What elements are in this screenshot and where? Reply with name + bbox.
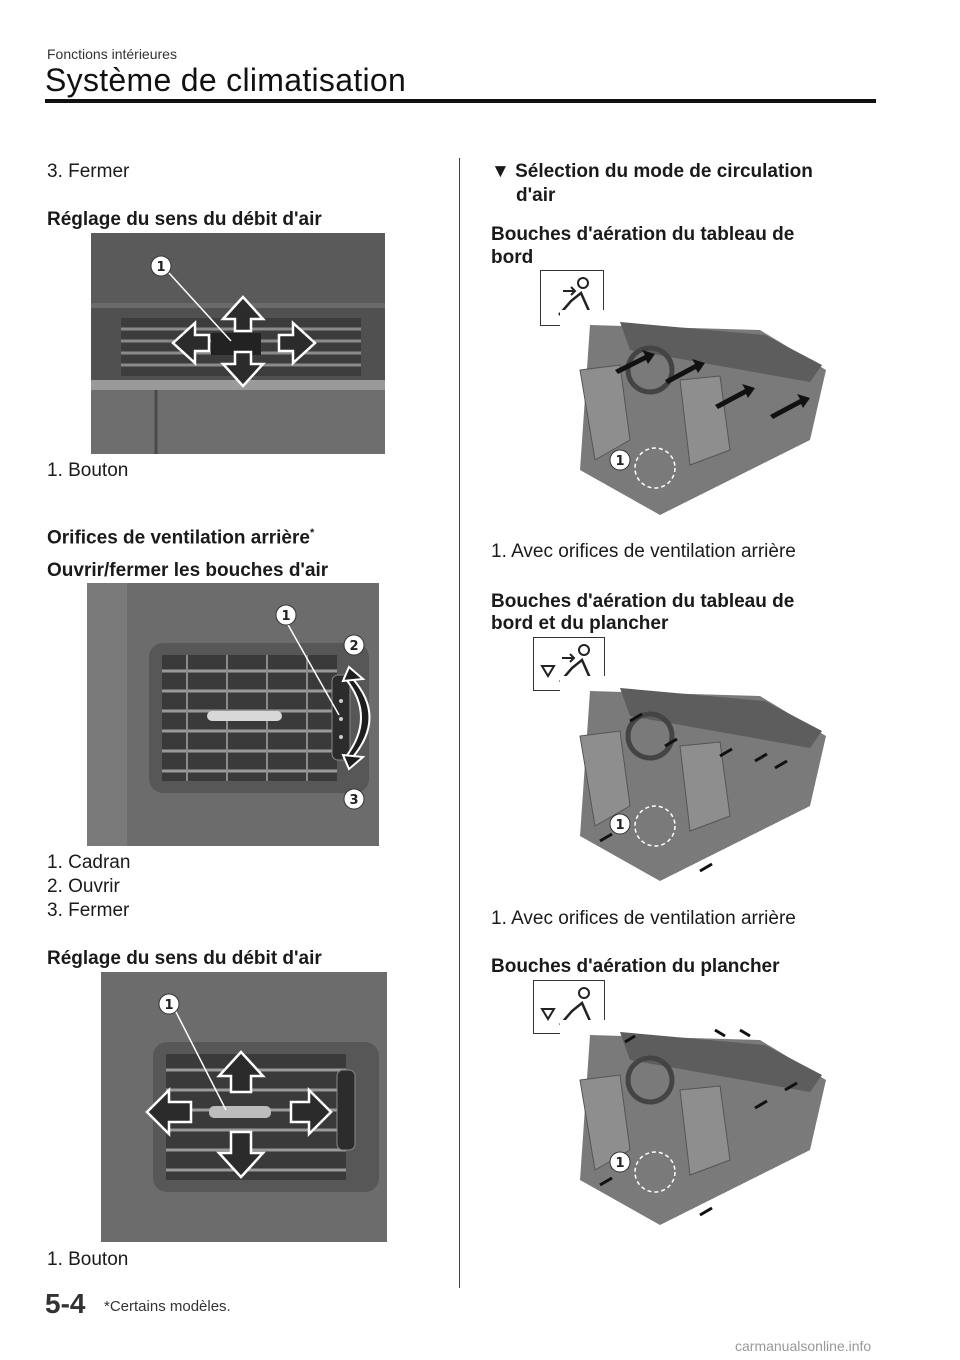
section-heading: ▼ Sélection du mode de circulation bbox=[491, 160, 813, 184]
callout-1: 1 bbox=[615, 818, 624, 833]
page-title: Système de climatisation bbox=[45, 62, 407, 98]
figure-caption: 1. Bouton bbox=[47, 460, 129, 481]
section-marker-icon: ▼ bbox=[491, 161, 510, 182]
callout-1: 1 bbox=[156, 260, 165, 275]
rear-vents-heading-text: Orifices de ventilation arrière bbox=[47, 527, 310, 549]
rear-vent-dial-illustration: 1 2 3 bbox=[87, 583, 379, 846]
rear-vents-heading: Orifices de ventilation arrière* bbox=[47, 521, 314, 550]
adjust-airflow-heading: Réglage du sens du débit d'air bbox=[47, 209, 322, 230]
arrow-left-icon bbox=[145, 1086, 193, 1138]
cabin-airflow-illustration: 1 bbox=[579, 322, 826, 515]
section-heading-line1: Sélection du mode de circulation bbox=[515, 161, 813, 182]
arrow-left-icon bbox=[171, 320, 211, 366]
section-heading-line2: d'air bbox=[516, 185, 556, 206]
panel-vents-figure: 1 bbox=[560, 310, 826, 515]
callout-3: 3 bbox=[349, 793, 358, 808]
header-rule bbox=[45, 99, 876, 103]
page-number: 5-4 bbox=[45, 1288, 86, 1319]
bilevel-vents-figure: 1 bbox=[560, 676, 826, 881]
cabin-airflow-illustration: 1 bbox=[579, 1028, 826, 1225]
adjust-airflow-heading: Réglage du sens du débit d'air bbox=[47, 948, 322, 969]
figure-caption: 1. Bouton bbox=[47, 1249, 129, 1270]
floor-vents-figure: 1 bbox=[560, 1020, 826, 1225]
figure-caption: 1. Avec orifices de ventilation arrière bbox=[491, 908, 796, 929]
callout-1: 1 bbox=[615, 1156, 624, 1171]
person-airflow-feet-icon bbox=[540, 987, 592, 1026]
optional-mark: * bbox=[309, 527, 315, 539]
bilevel-vents-heading: Bouches d'aération du tableau de bbox=[491, 591, 795, 612]
callout-1: 1 bbox=[615, 454, 624, 469]
callout-2: 2 bbox=[349, 639, 358, 654]
figure-caption: 1. Avec orifices de ventilation arrière bbox=[491, 541, 796, 562]
arrow-up-icon bbox=[216, 1050, 266, 1094]
watermark: carmanualsonline.info bbox=[735, 1338, 872, 1354]
arrow-down-icon bbox=[216, 1130, 266, 1179]
cabin-airflow-illustration: 1 bbox=[579, 688, 826, 881]
step-close: 3. Fermer bbox=[47, 161, 130, 182]
front-vent-illustration: 1 bbox=[91, 233, 385, 454]
rear-vent-dial-figure: 1 2 3 bbox=[87, 583, 379, 846]
open-close-heading: Ouvrir/fermer les bouches d'air bbox=[47, 560, 329, 581]
person-airflow-face-icon bbox=[558, 277, 591, 316]
callout-1: 1 bbox=[281, 609, 290, 624]
footnote: *Certains modèles. bbox=[104, 1298, 231, 1315]
panel-vents-heading-line2: bord bbox=[491, 247, 534, 268]
person-airflow-face-feet-icon bbox=[540, 644, 592, 683]
bilevel-vents-heading-line2: bord et du plancher bbox=[491, 613, 669, 634]
rear-vent-knob-illustration: 1 bbox=[101, 972, 387, 1242]
figure-caption: 1. Cadran bbox=[47, 852, 131, 873]
figure-caption: 2. Ouvrir bbox=[47, 876, 120, 897]
panel-vents-heading: Bouches d'aération du tableau de bbox=[491, 224, 795, 245]
callout-1: 1 bbox=[164, 998, 173, 1013]
front-vent-figure: 1 bbox=[91, 233, 385, 454]
arrow-up-icon bbox=[220, 295, 266, 333]
arrow-down-icon bbox=[220, 350, 266, 388]
section-label: Fonctions intérieures bbox=[47, 46, 177, 62]
rear-vent-knob-figure: 1 bbox=[101, 972, 387, 1242]
figure-caption: 3. Fermer bbox=[47, 900, 130, 921]
floor-vents-heading: Bouches d'aération du plancher bbox=[491, 956, 780, 977]
arrow-right-icon bbox=[277, 320, 317, 366]
arrow-right-icon bbox=[289, 1086, 333, 1138]
column-divider bbox=[459, 158, 460, 1288]
